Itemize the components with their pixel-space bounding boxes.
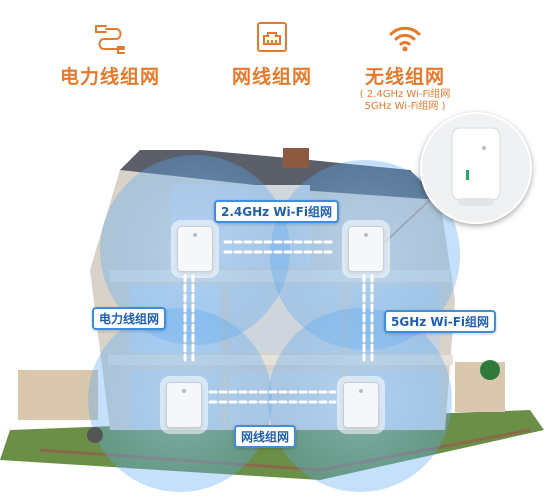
house-illustration: 2.4GHz Wi-Fi组网 电力线组网 5GHz Wi-Fi组网 网线组网 — [0, 112, 544, 502]
wireless-title: 无线组网 — [364, 66, 445, 88]
wireless-section: 无线组网 ( 2.4GHz Wi-Fi组网 5GHz Wi-Fi组网 ) — [315, 20, 495, 113]
power-section: 电力线组网 — [20, 20, 200, 89]
wifi-extender-lower-right — [343, 382, 379, 428]
wired-title: 网线组网 — [231, 66, 312, 88]
wifi-extender-upper-right — [348, 226, 384, 272]
ethernet-port-icon — [257, 22, 287, 52]
wifi-extender-upper-left — [177, 226, 213, 272]
label-24ghz-wifi: 2.4GHz Wi-Fi组网 — [214, 200, 339, 223]
label-powerline: 电力线组网 — [92, 307, 167, 330]
label-ethernet: 网线组网 — [234, 425, 297, 448]
extender-product-image — [451, 127, 501, 206]
product-zoom — [420, 112, 532, 224]
wired-section: 网线组网 — [182, 20, 362, 89]
wireless-subtitle-1: ( 2.4GHz Wi-Fi组网 — [359, 89, 451, 100]
label-5ghz-wifi: 5GHz Wi-Fi组网 — [384, 310, 497, 333]
power-title: 电力线组网 — [59, 66, 160, 88]
wireless-subtitle-2: 5GHz Wi-Fi组网 ) — [364, 101, 446, 112]
power-plug-icon — [95, 25, 125, 54]
wifi-icon — [389, 26, 421, 52]
wifi-extender-lower-left — [166, 382, 202, 428]
